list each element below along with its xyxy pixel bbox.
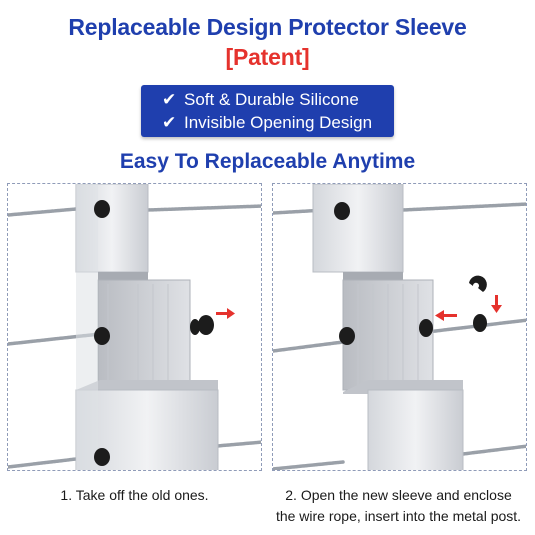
caption-text: 2. Open the new sleeve and enclose (285, 487, 512, 503)
check-icon: ✔ (162, 90, 177, 109)
features-box: ✔ Soft & Durable Silicone ✔ Invisible Open… (141, 85, 394, 137)
arrow-down-icon (491, 295, 502, 313)
patent-label: [Patent] (225, 44, 310, 70)
post-illustration-1 (8, 184, 261, 470)
step-1-caption: 1. Take off the old ones. (7, 485, 262, 506)
post-illustration-2 (273, 184, 526, 470)
caption-text: 1. Take off the old ones. (60, 487, 209, 503)
feature-item: ✔ Invisible Opening Design (162, 113, 372, 133)
caption-text: the wire rope, insert into the metal pos… (275, 508, 522, 524)
check-icon: ✔ (162, 113, 177, 132)
step-2-caption: 2. Open the new sleeve and enclose the w… (262, 485, 535, 527)
step-2-illustration (272, 183, 527, 471)
feature-text: Invisible Opening Design (184, 113, 373, 132)
arrow-right-icon (216, 308, 235, 319)
feature-item: ✔ Soft & Durable Silicone (162, 90, 359, 110)
main-title: Replaceable Design Protector Sleeve (68, 14, 467, 40)
section-subtitle: Easy To Replaceable Anytime (119, 150, 416, 173)
arrow-left-icon (435, 310, 457, 321)
feature-text: Soft & Durable Silicone (184, 90, 359, 109)
step-1-illustration (7, 183, 262, 471)
